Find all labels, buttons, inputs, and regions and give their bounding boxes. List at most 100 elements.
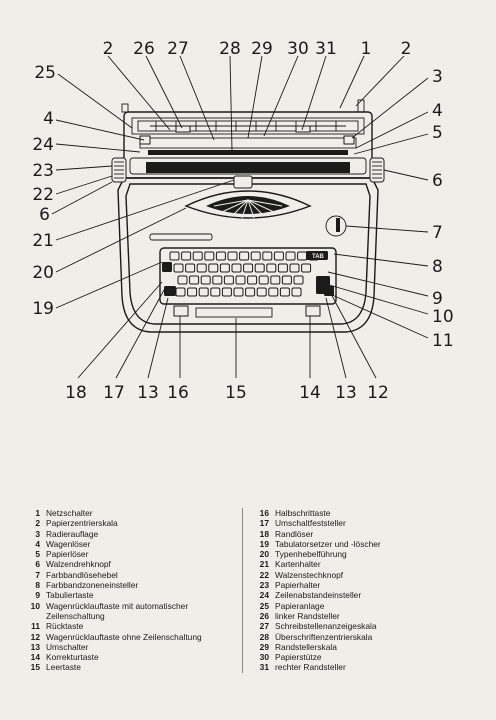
keyboard-key [169,251,180,261]
legend-text: Umschalter [46,641,89,652]
callout-right-7: 7 [432,223,443,243]
keyboard-key [268,287,279,297]
callout-top-1: 1 [361,39,372,59]
callout-bottom-18: 18 [65,383,87,403]
legend-item: 18 Randlöser [253,529,489,539]
legend-number: 9 [35,590,40,601]
typewriter-illustration: TAB [111,99,385,333]
keyboard-function-key [306,251,328,260]
leader-lines [51,55,429,379]
callout-bottom-13b: 13 [335,383,357,403]
callout-right-8: 8 [432,257,443,277]
legend-number: 15 [30,662,40,673]
callout-top-28: 28 [219,39,241,59]
legend-number: 3 [35,528,40,539]
keyboard-key [258,275,269,285]
keyboard-key [247,275,258,285]
legend-number: 22 [259,569,269,580]
legend-text: Schreibstellenanzeigeskala [275,621,377,632]
keyboard-key [289,263,300,273]
keyboard-key [189,275,200,285]
callout-left-24: 24 [32,135,54,155]
legend-number: 10 [30,600,40,611]
callout-right-4: 4 [432,101,443,121]
keyboard-key [221,287,232,297]
keyboard-key [243,263,254,273]
keyboard-key [245,287,256,297]
keyboard-key [198,287,209,297]
callout-left-23: 23 [32,161,54,181]
keyboard-key [181,251,192,261]
keyboard-key [250,251,261,261]
keyboard-key [175,287,186,297]
legend-text: linker Randsteller [275,610,340,621]
legend-text: Umschaltfeststeller [275,518,346,529]
keyboard-key [233,287,244,297]
callout-bottom-14: 14 [299,383,321,403]
callout-right-6: 6 [432,171,443,191]
callout-left-6: 6 [39,205,50,225]
keyboard-key [223,275,234,285]
keyboard-function-key [324,286,334,296]
callout-top-2b: 2 [401,39,412,59]
keyboard-keys [162,251,334,297]
legend-item: 17 Umschaltfeststeller [253,518,489,528]
legend-text: Korrekturtaste [46,652,99,663]
legend-text: Farbbandlösehebel [46,569,118,580]
keyboard-key [185,263,196,273]
keyboard-key [266,263,277,273]
keyboard-key [239,251,250,261]
legend-text: Papierhalter [275,580,321,591]
legend-number: 31 [259,662,269,673]
keyboard-key [231,263,242,273]
legend-text: Wagenrücklauftaste mit automatischer [46,600,189,611]
legend-number: 4 [35,538,40,549]
callout-top-31: 31 [315,39,337,59]
legend-number: 16 [259,508,269,518]
legend-text: Tabuliertaste [46,590,94,601]
legend-number: 18 [259,528,269,539]
keyboard-key [192,251,203,261]
legend-text: Papierstütze [275,652,322,663]
legend-number: 26 [259,610,269,621]
callout-right-3: 3 [432,67,443,87]
callout-top-30: 30 [287,39,309,59]
keyboard-key [285,251,296,261]
legend-text: Netzschalter [46,508,93,518]
legend-text: Wagenlöser [46,538,91,549]
callout-top-2a: 2 [103,39,114,59]
callout-bottom-17: 17 [103,383,125,403]
legend-number: 28 [259,631,269,642]
legend-text: Halbschrittaste [275,508,331,518]
legend-text: Randlöser [275,528,314,539]
legend-text: Leertaste [46,662,81,673]
callout-left-20: 20 [32,263,54,283]
callout-top-26: 26 [133,39,155,59]
legend-number: 24 [259,590,269,601]
legend-text-continuation: Zeilenschaltung [46,610,105,621]
keyboard-key [277,263,288,273]
legend-number: 14 [30,652,40,663]
tab-key-label: TAB [312,254,325,260]
legend-number: 13 [30,641,40,652]
callout-top-27: 27 [167,39,189,59]
legend-number: 17 [259,518,269,529]
keyboard-key [212,275,223,285]
legend-item: 13 Umschalter [24,642,229,652]
keyboard-key [210,287,221,297]
keyboard-key [208,263,219,273]
legend-item: 4 Wagenlöser [24,539,229,549]
keyboard-key [281,275,292,285]
keyboard-key [204,251,215,261]
